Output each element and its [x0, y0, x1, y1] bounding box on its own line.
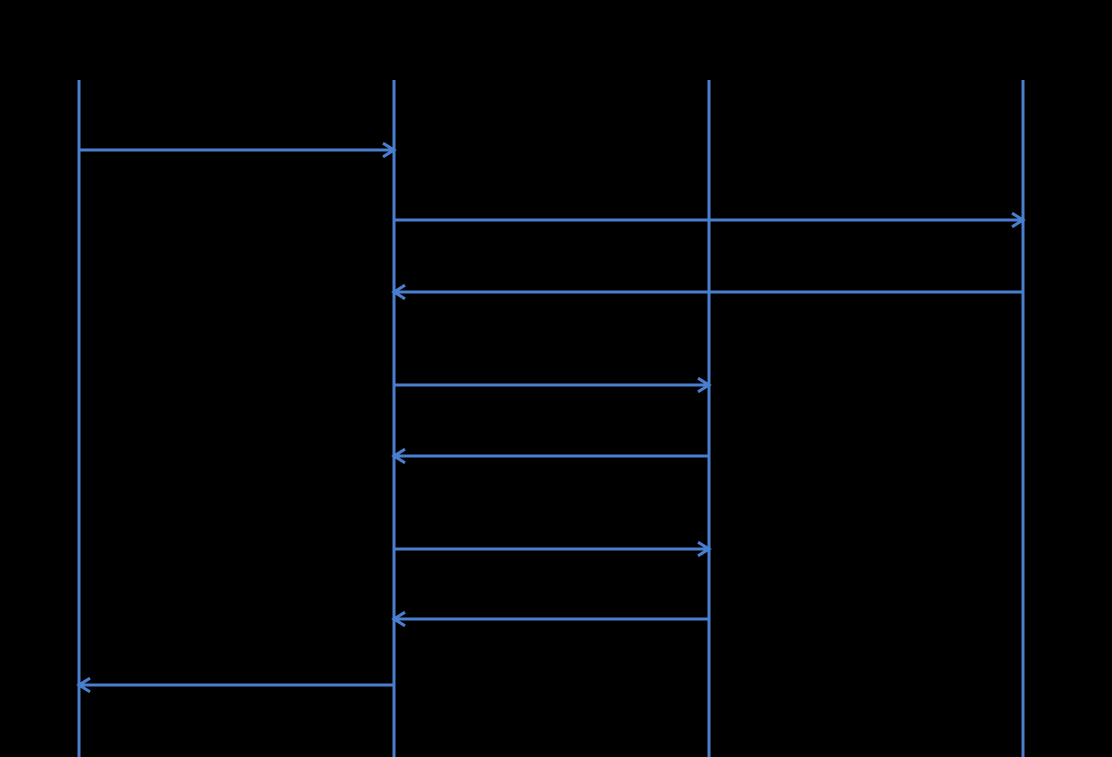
- message-arrow-1[interactable]: [79, 141, 397, 159]
- arrow-head-4: [697, 376, 712, 394]
- message-arrow-5[interactable]: [391, 447, 709, 465]
- message-arrow-3[interactable]: [391, 283, 1023, 301]
- messages-group: [76, 141, 1026, 694]
- message-arrow-2[interactable]: [394, 211, 1026, 229]
- arrow-head-5: [391, 447, 406, 465]
- arrow-head-2: [1011, 211, 1026, 229]
- message-arrow-8[interactable]: [76, 676, 394, 694]
- arrow-head-6: [697, 540, 712, 558]
- message-arrow-7[interactable]: [391, 610, 709, 628]
- message-arrow-6[interactable]: [394, 540, 712, 558]
- message-arrow-4[interactable]: [394, 376, 712, 394]
- lifelines-group: [77, 80, 1025, 757]
- arrow-head-7: [391, 610, 406, 628]
- arrow-head-1: [382, 141, 397, 159]
- arrow-head-3: [391, 283, 406, 301]
- arrow-head-8: [76, 676, 91, 694]
